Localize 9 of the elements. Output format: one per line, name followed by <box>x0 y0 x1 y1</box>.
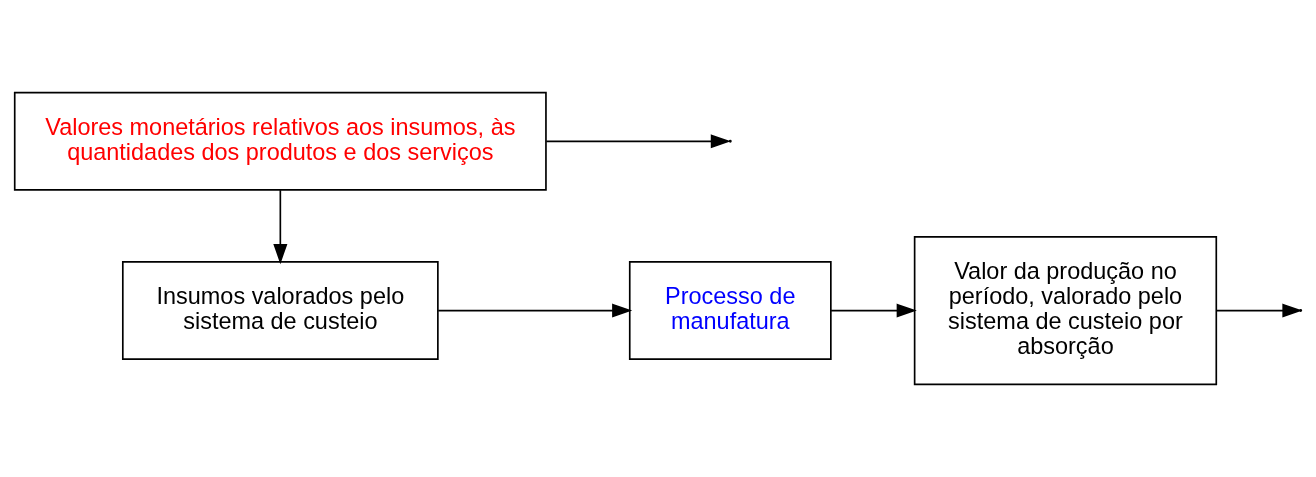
arrow <box>830 303 917 318</box>
arrow <box>1215 303 1303 318</box>
arrow <box>437 303 633 318</box>
node-box: Valores monetários relativos aos insumos, às quantidades dos produtos e dos serviços <box>13 91 547 191</box>
node-box: Processo de manufatura <box>628 261 832 360</box>
node-box: Valor da produção no período, valorado pelo sistema de custeio por absorção <box>913 236 1218 386</box>
node-box: Insumos valorados pelo sistema de custeio <box>121 261 439 360</box>
arrow <box>545 134 731 149</box>
arrow <box>273 189 288 265</box>
